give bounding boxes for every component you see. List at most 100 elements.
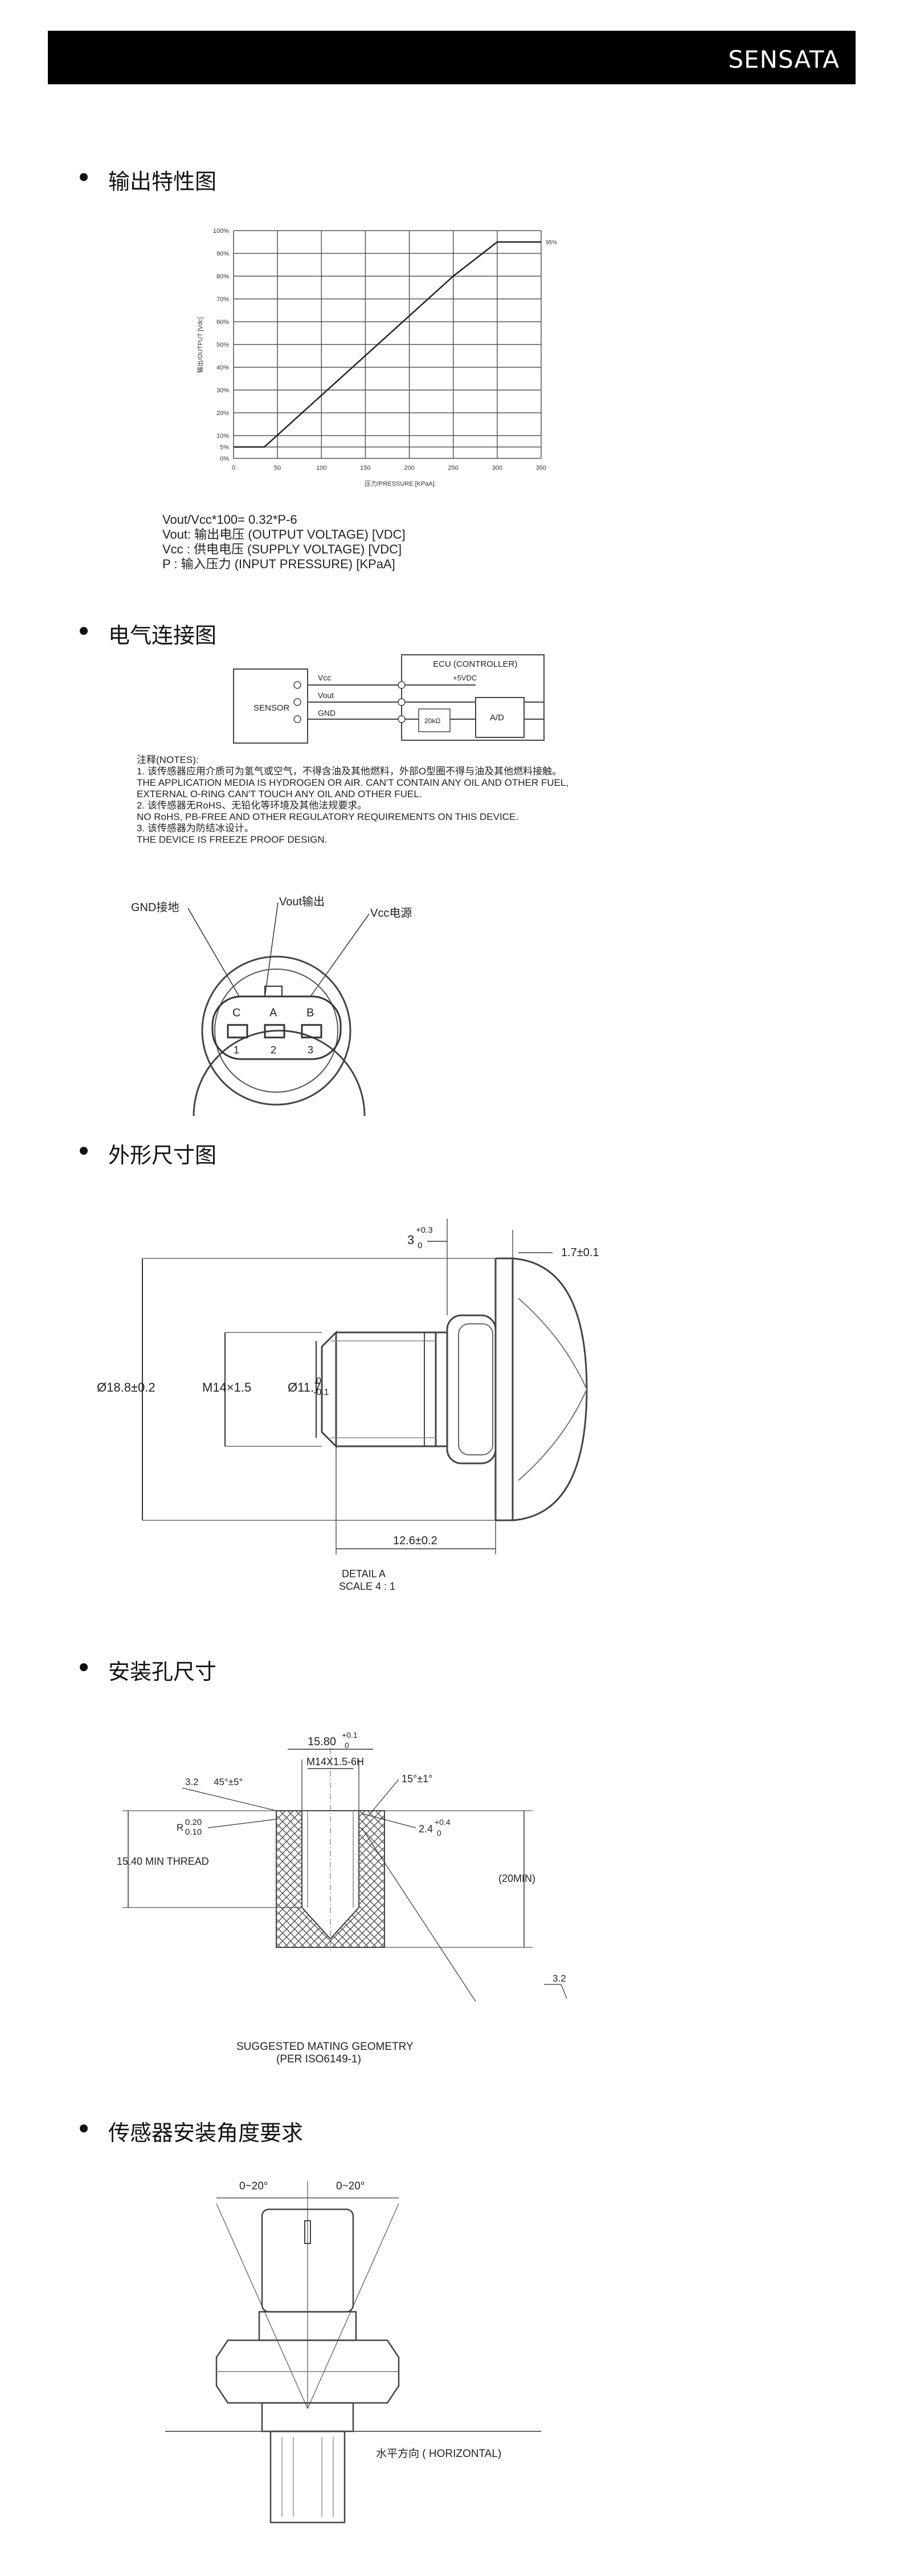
hole-radius: R — [177, 1822, 183, 1833]
hole-depth-tol-up: +0.4 — [435, 1818, 451, 1827]
bullet-icon — [80, 627, 88, 635]
note-line: NO RoHS, PB-FREE AND OTHER REGULATORY RE… — [137, 811, 519, 822]
bullet-icon — [80, 173, 88, 181]
section-title-dimensions: 外形尺寸图 — [80, 1138, 216, 1169]
note-line: EXTERNAL O-RING CAN'T TOUCH ANY OIL AND … — [137, 789, 422, 799]
y-tick-label: 0% — [220, 456, 229, 462]
wiring-resistor-label: 20kΩ — [424, 717, 440, 725]
hole-diameter-tol-up: +0.1 — [342, 1730, 358, 1740]
x-tick-label: 50 — [274, 465, 281, 471]
y-tick-label: 40% — [216, 364, 229, 371]
y-tick-label: 60% — [216, 319, 229, 326]
wiring-5v-label: +5VDC — [453, 674, 477, 682]
pin-c-label: C — [232, 1007, 240, 1019]
hole-roughness-top: 3.2 — [185, 1777, 199, 1787]
y-tick-label: 30% — [216, 387, 229, 394]
hole-caption: SUGGESTED MATING GEOMETRY — [236, 2041, 414, 2053]
section-title-angle: 传感器安装角度要求 — [80, 2115, 303, 2147]
bullet-icon — [80, 1147, 88, 1155]
dim-chamfer-tol-up: +0.3 — [416, 1225, 433, 1235]
angle-drawing: 0~20° 0~20° 水平方向 ( HORIZONTAL) — [165, 2180, 541, 2524]
hole-depth: 2.4 — [419, 1823, 433, 1835]
scale-label: SCALE 4 : 1 — [339, 1581, 395, 1592]
section-title-hole: 安装孔尺寸 — [80, 1654, 216, 1685]
y-tick-label: 50% — [216, 342, 229, 348]
dim-diameter-inner-tol-up: 0 — [316, 1376, 321, 1386]
dim-length: 12.6±0.2 — [393, 1535, 437, 1547]
wiring-diagram: SENSOR ECU (CONTROLLER) +5VDC Vcc Vout G… — [233, 654, 545, 744]
y-tick-label: 80% — [216, 273, 229, 280]
dim-chamfer: 3 — [407, 1233, 414, 1247]
x-tick-label: 250 — [448, 465, 459, 471]
dim-diameter-outer: Ø18.8±0.2 — [97, 1380, 156, 1394]
notes-head: 注释(NOTES): — [137, 754, 199, 765]
x-tick-label: 150 — [360, 465, 370, 471]
connector-gnd-label: GND接地 — [131, 901, 179, 914]
hole-diameter: 15.80 — [308, 1736, 336, 1748]
detail-label: DETAIL A — [342, 1568, 386, 1580]
y-tick-label: 10% — [216, 433, 229, 440]
hole-min-depth: (20MIN) — [498, 1873, 535, 1884]
y-tick-label: 70% — [216, 296, 229, 303]
formula-line: P : 输入压力 (INPUT PRESSURE) [KPaA] — [162, 557, 395, 571]
hole-thread-depth: 15.40 MIN THREAD — [117, 1856, 209, 1867]
formula-line: Vout: 输出电压 (OUTPUT VOLTAGE) [VDC] — [162, 527, 406, 542]
note-line: 1. 该传感器应用介质可为氢气或空气，不得含油及其他燃料，外部O型圈不得与油及其… — [137, 766, 562, 777]
wiring-ad-label: A/D — [490, 713, 504, 723]
bullet-icon — [80, 2124, 88, 2132]
x-tick-label: 100 — [316, 465, 326, 471]
section-title-output: 输出特性图 — [80, 164, 216, 195]
x-tick-label: 350 — [536, 465, 546, 471]
dim-flange: 1.7±0.1 — [561, 1246, 599, 1259]
hole-chamfer-angle: 45°±5° — [214, 1777, 243, 1787]
connector-vout-label: Vout输出 — [279, 895, 325, 908]
note-line: THE DEVICE IS FREEZE PROOF DESIGN. — [137, 834, 328, 845]
x-tick-label: 300 — [492, 465, 502, 471]
dimension-drawing: Ø18.8±0.2 M14×1.5 Ø11.7 0 -0.1 3 +0.3 0 … — [97, 1219, 599, 1592]
hole-depth-tol-lo: 0 — [437, 1828, 441, 1837]
dim-thread: M14×1.5 — [202, 1380, 251, 1394]
wiring-sensor-label: SENSOR — [253, 703, 290, 713]
hole-radius-tol-lo: 0.10 — [185, 1827, 202, 1837]
hole-radius-tol-up: 0.20 — [185, 1818, 202, 1827]
pin-a-label: A — [269, 1007, 277, 1019]
horizontal-label: 水平方向 ( HORIZONTAL) — [376, 2447, 501, 2460]
note-line: 3. 该传感器为防结冰设计。 — [137, 823, 254, 834]
x-tick-label: 200 — [404, 465, 414, 471]
wiring-vcc-label: Vcc — [318, 673, 331, 682]
note-line: THE APPLICATION MEDIA IS HYDROGEN OR AIR… — [137, 777, 569, 788]
note-line: 2. 该传感器无RoHS、无铅化等环境及其他法规要求。 — [137, 800, 367, 811]
y-tick-label: 20% — [216, 410, 229, 417]
x-axis-label: 压力/PRESSURE [KPaA] — [365, 480, 435, 487]
notes-block: 注释(NOTES): 1. 该传感器应用介质可为氢气或空气，不得含油及其他燃料，… — [137, 754, 568, 846]
hole-roughness-bottom: 3.2 — [553, 1973, 566, 1984]
pin-1-label: 1 — [234, 1044, 239, 1056]
hole-thread: M14X1.5-6H — [306, 1756, 364, 1767]
hole-cone-angle: 15°±1° — [402, 1773, 432, 1785]
y-tick-label: 100% — [213, 228, 229, 235]
wiring-ecu-label: ECU (CONTROLLER) — [433, 659, 517, 669]
formula-line: Vout/Vcc*100= 0.32*P-6 — [162, 512, 297, 527]
end-value-label: 95% — [546, 240, 557, 246]
x-tick-label: 0 — [232, 465, 235, 471]
formula-line: Vcc : 供电电压 (SUPPLY VOLTAGE) [VDC] — [162, 542, 402, 556]
wiring-gnd-label: GND — [318, 708, 336, 717]
wiring-vout-label: Vout — [318, 691, 334, 700]
hole-diameter-tol-lo: 0 — [345, 1741, 349, 1750]
angle-left-label: 0~20° — [239, 2180, 268, 2192]
section-title-wiring: 电气连接图 — [80, 618, 216, 649]
dim-diameter-inner: Ø11.7 — [288, 1380, 321, 1394]
y-tick-label: 5% — [220, 444, 229, 451]
series-line — [234, 241, 541, 448]
hole-drawing: 15.80 +0.1 0 M14X1.5-6H 3.2 45°±5° 15°±1… — [117, 1730, 567, 2065]
brand-logo: SENSATA — [728, 46, 840, 73]
header-bar: SENSATA — [48, 31, 856, 84]
dim-diameter-inner-tol-lo: -0.1 — [313, 1388, 329, 1397]
connector-drawing: GND接地 Vout输出 Vcc电源 C A B 1 2 3 — [131, 895, 412, 1117]
dim-chamfer-tol-lo: 0 — [418, 1241, 422, 1250]
hole-caption-standard: (PER ISO6149-1) — [276, 2053, 361, 2065]
y-axis-label: 输出/OUTPUT [Vdc] — [196, 317, 204, 373]
connector-vcc-label: Vcc电源 — [370, 906, 412, 920]
formula-block: Vout/Vcc*100= 0.32*P-6 Vout: 输出电压 (OUTPU… — [162, 512, 406, 572]
